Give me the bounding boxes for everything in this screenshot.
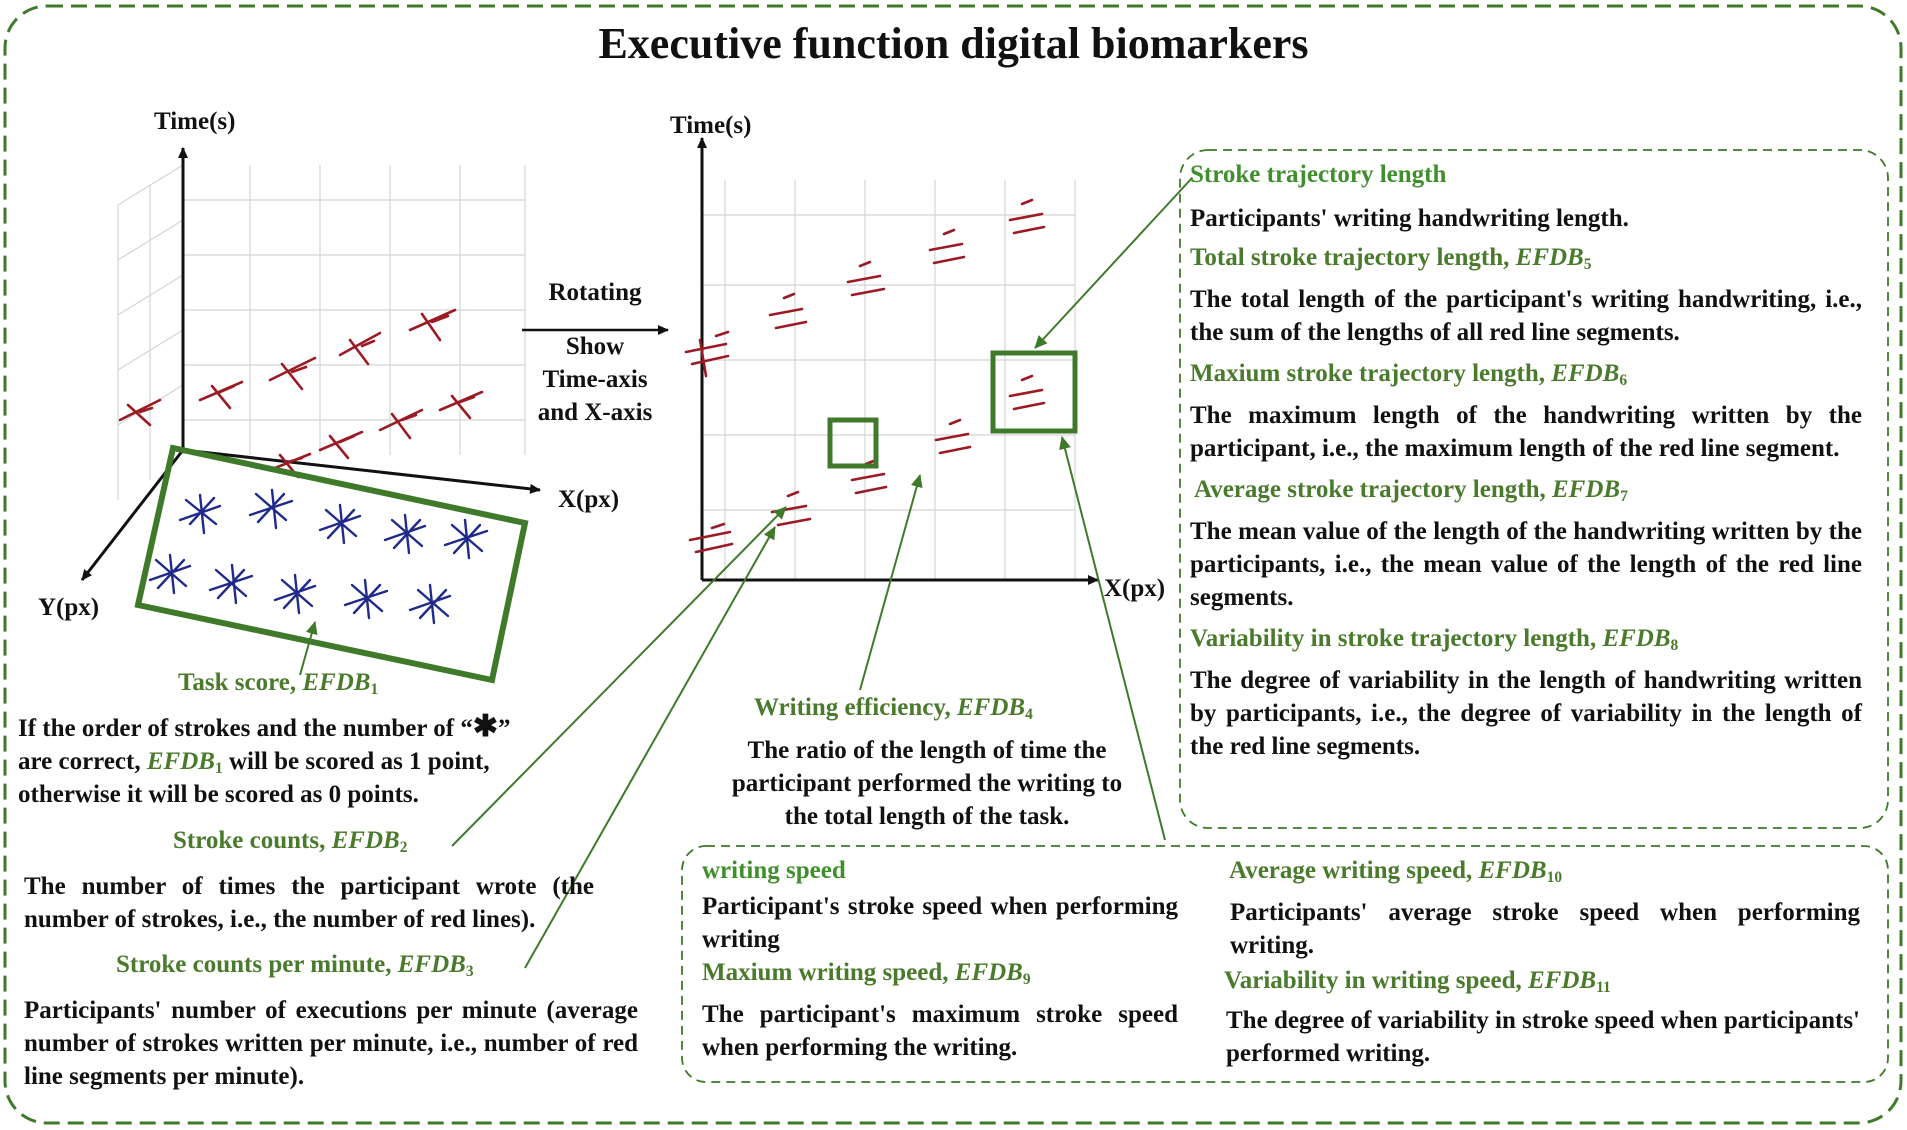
time-axis-2d-label: Time(s) <box>670 112 752 139</box>
avg-speed-heading: Average writing speed, EFDB10 <box>1229 857 1563 886</box>
speed-box <box>681 845 1889 1083</box>
rotating-line2: Show <box>565 333 625 360</box>
rotating-line1: Rotating <box>548 279 642 306</box>
plot-3d-grid <box>117 164 526 500</box>
speed-panel-right: Average writing speed, EFDB10 Participan… <box>1224 856 1860 1070</box>
stroke-counts-pointer <box>451 506 787 847</box>
var-speed-heading: Variability in writing speed, EFDB11 <box>1224 967 1611 996</box>
task-score-highlight <box>134 444 529 684</box>
writing-efficiency-pointer <box>859 474 923 691</box>
pen-traces-2d <box>684 198 1046 554</box>
stroke-counts-per-minute-text: Participants' number of executions per m… <box>24 997 638 1090</box>
trajectory-heading: Stroke trajectory length <box>1190 161 1447 188</box>
plot-3d <box>80 147 541 684</box>
x-axis-3d-label: X(px) <box>558 486 620 513</box>
rotating-line4: and X-axis <box>537 399 653 426</box>
trajectory-text: Participants' writing handwriting length… <box>1190 205 1629 232</box>
stroke-counts-per-minute-heading: Stroke counts per minute, EFDB3 <box>116 951 474 980</box>
var-speed-text: The degree of variability in stroke spee… <box>1226 1007 1860 1067</box>
writing-efficiency-heading: Writing efficiency, EFDB4 <box>754 694 1033 723</box>
total-trajectory-heading: Total stroke trajectory length, EFDB5 <box>1190 244 1592 273</box>
min-stroke-highlight <box>827 417 879 469</box>
trajectory-panel: Stroke trajectory length Participants' w… <box>1190 160 1862 763</box>
handwriting-ink <box>148 488 489 625</box>
avg-trajectory-heading: Average stroke trajectory length, EFDB7 <box>1194 476 1628 505</box>
y-axis-3d-label: Y(px) <box>38 594 100 621</box>
plot-2d-grid <box>702 180 1076 580</box>
task-score-text: If the order of strokes and the number o… <box>18 710 511 808</box>
avg-speed-text: Participants' average stroke speed when … <box>1230 899 1860 959</box>
speed-pointer <box>1059 436 1166 841</box>
max-speed-heading: Maxium writing speed, EFDB9 <box>702 959 1031 988</box>
asterisk-char-icon: ✱ <box>472 710 498 743</box>
avg-trajectory-text: The mean value of the length of the hand… <box>1190 518 1862 611</box>
trajectory-box <box>1179 149 1889 829</box>
stroke-counts-text: The number of times the participant wrot… <box>24 873 594 933</box>
time-axis-3d-label: Time(s) <box>154 108 236 135</box>
max-trajectory-heading: Maxium stroke trajectory length, EFDB6 <box>1190 360 1628 389</box>
task-score-pointer <box>299 621 318 676</box>
max-speed-text: The participant's maximum stroke speed w… <box>702 1001 1178 1061</box>
max-stroke-highlight <box>990 350 1078 434</box>
page-title: Executive function digital biomarkers <box>598 19 1309 68</box>
var-trajectory-text: The degree of variability in the length … <box>1190 667 1862 760</box>
speed-text: Participant's stroke speed when performi… <box>702 893 1178 953</box>
plot-2d <box>684 137 1099 585</box>
stroke-counts-per-minute-pointer <box>524 526 776 969</box>
x-axis-3d <box>182 448 541 494</box>
trajectory-pointer <box>1034 177 1193 349</box>
task-score-heading: Task score, EFDB1 <box>178 669 379 698</box>
speed-panel-left: writing speed Participant's stroke speed… <box>702 856 1178 1064</box>
max-trajectory-text: The maximum length of the handwriting wr… <box>1190 402 1862 462</box>
x-axis-2d-label: X(px) <box>1104 575 1166 602</box>
writing-efficiency-text: The ratio of the length of time the part… <box>731 737 1123 830</box>
rotating-line3: Time-axis <box>542 366 648 393</box>
speed-heading: writing speed <box>702 857 846 884</box>
total-trajectory-text: The total length of the participant's wr… <box>1190 286 1862 346</box>
rotating-label: Rotating Show Time-axis and X-axis <box>520 276 670 429</box>
stroke-counts-heading: Stroke counts, EFDB2 <box>173 827 408 856</box>
connector-arrows <box>299 177 1193 969</box>
var-trajectory-heading: Variability in stroke trajectory length,… <box>1190 625 1679 654</box>
